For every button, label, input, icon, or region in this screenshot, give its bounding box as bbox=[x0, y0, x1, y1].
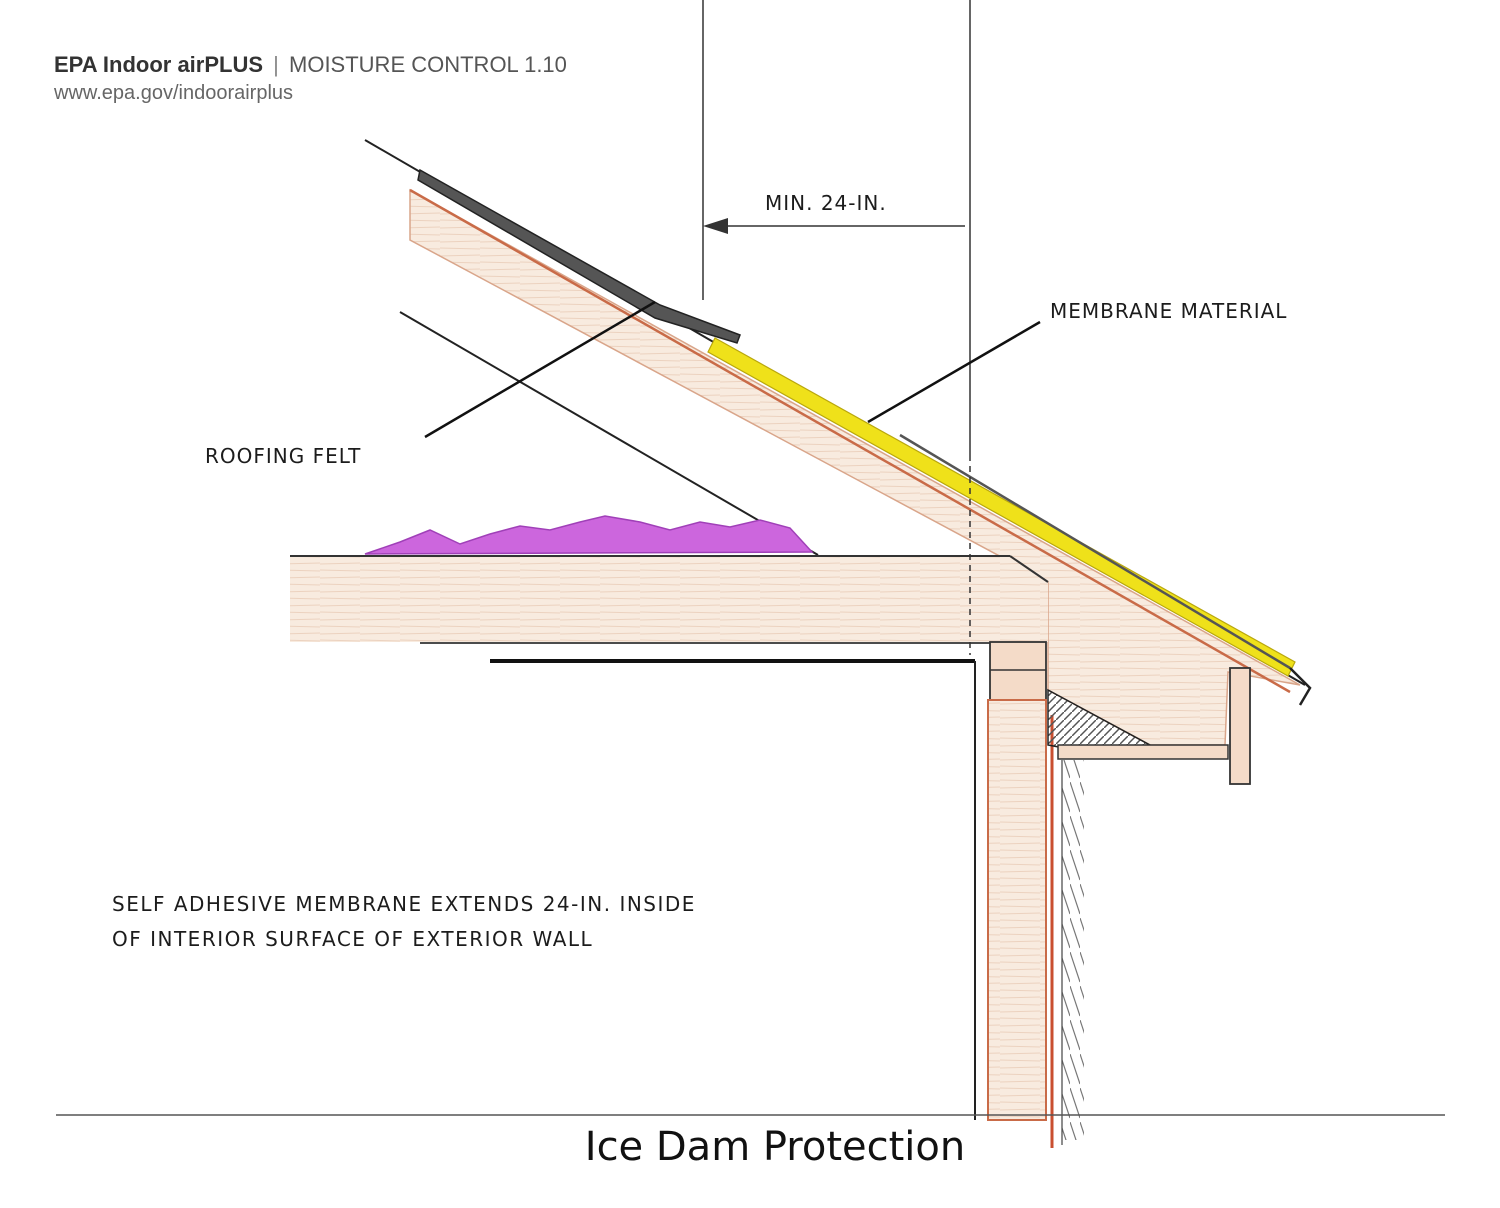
note-line-1: SELF ADHESIVE MEMBRANE EXTENDS 24-IN. IN… bbox=[112, 892, 696, 916]
felt-leader bbox=[424, 300, 656, 439]
membrane-leader bbox=[867, 320, 1041, 424]
soffit bbox=[1057, 744, 1229, 760]
shingle-line bbox=[899, 433, 1291, 670]
note-line-2: OF INTERIOR SURFACE OF EXTERIOR WALL bbox=[112, 927, 593, 951]
rafter-underside bbox=[399, 311, 819, 556]
joist-end-line bbox=[1009, 555, 1049, 583]
felt-label: ROOFING FELT bbox=[205, 444, 361, 468]
drip-edge bbox=[1289, 667, 1312, 706]
ceiling-joist bbox=[290, 556, 1048, 642]
wall-stud bbox=[987, 699, 1047, 1121]
header-url: www.epa.gov/indoorairplus bbox=[54, 82, 294, 104]
brand-name: EPA Indoor airPLUS bbox=[54, 52, 264, 77]
top-plate bbox=[989, 641, 1047, 701]
membrane-label: MEMBRANE MATERIAL bbox=[1050, 299, 1287, 323]
header-separator: | bbox=[273, 52, 279, 77]
header-title: EPA Indoor airPLUS | MOISTURE CONTROL 1.… bbox=[54, 52, 567, 78]
section-name: MOISTURE CONTROL 1.10 bbox=[289, 52, 567, 77]
insulation bbox=[364, 515, 814, 555]
membrane-material bbox=[707, 337, 1296, 677]
roofing-felt bbox=[417, 168, 741, 344]
fascia bbox=[1229, 667, 1251, 785]
dimension-arrowhead bbox=[703, 218, 728, 234]
diagram-caption: Ice Dam Protection bbox=[584, 1124, 966, 1170]
dimension-label: MIN. 24-IN. bbox=[765, 191, 887, 215]
siding bbox=[1062, 760, 1084, 1140]
roof-line-2 bbox=[409, 188, 1291, 694]
